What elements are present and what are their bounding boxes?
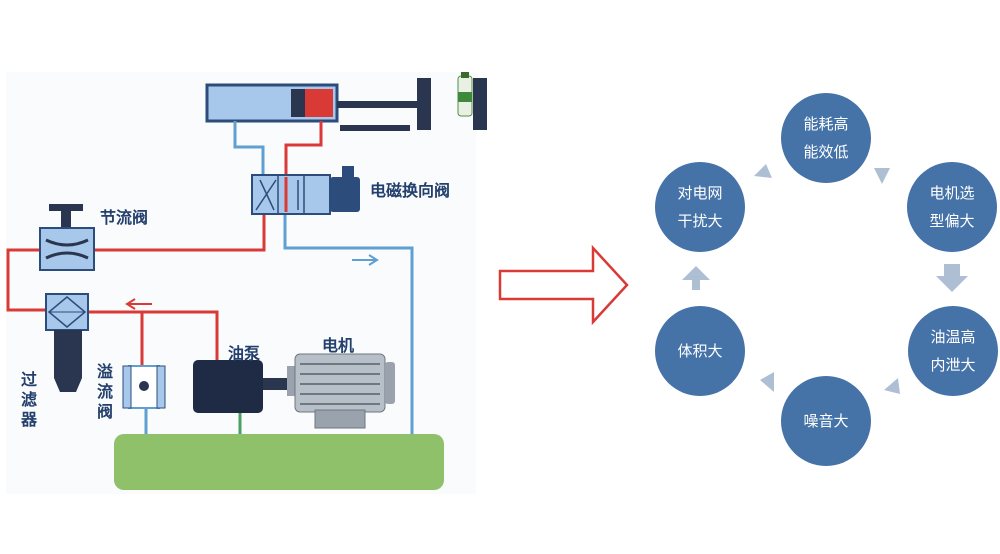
cycle-arrow-6 <box>682 266 710 290</box>
oil-tank <box>114 434 444 490</box>
cycle-arrow-1 <box>754 164 772 178</box>
oil-pump <box>193 360 287 413</box>
motor-label: 电机 <box>322 336 355 355</box>
cycle-node-volume: 体积大 <box>655 306 745 396</box>
flow-arrow-blue <box>352 254 379 266</box>
solenoid-valve <box>251 166 360 215</box>
cycle-node-oil-temp-line2: 内泄大 <box>930 356 976 374</box>
bottle-icon <box>457 72 473 117</box>
cycle-node-motor-size: 电机选 型偏大 <box>907 162 997 252</box>
filter-label: 过滤器 <box>20 370 37 429</box>
cycle-node-oil-temp: 油温高 内泄大 <box>908 306 998 396</box>
cycle-node-grid-line2: 干扰大 <box>677 212 723 230</box>
cycle-node-motor-size-line1: 电机选 <box>929 184 975 202</box>
return-lines <box>144 121 414 434</box>
relief-valve-label: 溢流阀 <box>96 362 113 421</box>
cycle-node-oil-temp-line1: 油温高 <box>930 328 976 346</box>
big-right-arrow <box>498 244 629 326</box>
solenoid-valve-label: 电磁换向阀 <box>370 181 451 200</box>
cycle-arrow-3 <box>936 264 968 292</box>
flow-arrow-red <box>125 298 152 310</box>
cycle-arrows <box>682 164 968 394</box>
cycle-node-energy-line2: 能效低 <box>803 143 849 161</box>
filter <box>45 293 89 392</box>
relief-valve <box>122 365 166 409</box>
cycle-node-volume-line1: 体积大 <box>677 342 723 360</box>
cycle-arrow-2 <box>874 168 890 184</box>
throttle-valve <box>39 204 95 271</box>
cycle-node-noise: 噪音大 <box>781 376 871 466</box>
cycle-node-energy: 能耗高 能效低 <box>781 93 871 183</box>
cycle-node-grid-line1: 对电网 <box>677 184 723 202</box>
cycle-node-noise-line1: 噪音大 <box>803 412 849 430</box>
motor <box>287 353 395 429</box>
cycle-node-motor-size-line2: 型偏大 <box>929 212 975 230</box>
cycle-node-energy-line1: 能耗高 <box>803 115 849 133</box>
throttle-valve-label: 节流阀 <box>100 208 149 227</box>
pressure-lines <box>6 121 323 366</box>
oil-pump-label: 油泵 <box>228 344 261 363</box>
cycle-arrow-5 <box>760 372 774 392</box>
cycle-node-grid: 对电网 干扰大 <box>655 162 745 252</box>
cycle-arrow-4 <box>884 378 900 394</box>
hydraulic-cylinder <box>205 78 487 131</box>
